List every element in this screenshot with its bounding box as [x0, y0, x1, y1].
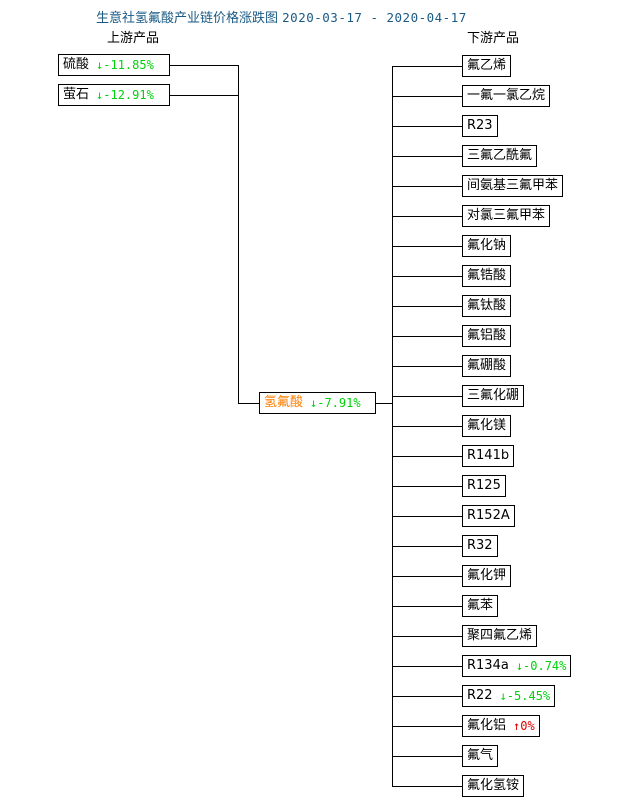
downstream-node-25[interactable]: 氟化氢铵 — [462, 775, 525, 797]
node-label: 氢氟酸 — [264, 395, 304, 410]
page-title-main: 生意社氢氟酸产业链价格涨跌图 — [96, 11, 279, 26]
node-label: 氟硼酸 — [467, 358, 507, 373]
upstream-node-1[interactable]: 硫酸 ↓-11.85% — [58, 54, 170, 76]
downstream-connector-9 — [392, 306, 462, 307]
node-label: 聚四氟乙烯 — [467, 628, 533, 643]
upstream-to-center-connector — [238, 403, 259, 404]
downstream-node-16[interactable]: R152A — [462, 505, 515, 527]
upstream-trunk — [238, 65, 239, 403]
downstream-node-8[interactable]: 氟锆酸 — [462, 265, 512, 287]
downstream-node-22[interactable]: R22 ↓-5.45% — [462, 685, 556, 707]
downstream-connector-14 — [392, 456, 462, 457]
downstream-node-15[interactable]: R125 — [462, 475, 506, 497]
downstream-node-6[interactable]: 对氯三氟甲苯 — [462, 205, 551, 227]
downstream-connector-4 — [392, 156, 462, 157]
downstream-node-24[interactable]: 氟气 — [462, 745, 499, 767]
node-label: 三氟乙酰氟 — [467, 148, 533, 163]
downstream-node-20[interactable]: 聚四氟乙烯 — [462, 625, 538, 647]
downstream-connector-10 — [392, 336, 462, 337]
downstream-node-2[interactable]: 一氟一氯乙烷 — [462, 85, 551, 107]
price-change-down: ↓-0.74% — [515, 659, 567, 673]
downstream-connector-19 — [392, 606, 462, 607]
downstream-node-21[interactable]: R134a ↓-0.74% — [462, 655, 572, 677]
node-label: R32 — [467, 538, 493, 553]
downstream-node-18[interactable]: 氟化钾 — [462, 565, 512, 587]
node-label: 一氟一氯乙烷 — [467, 88, 546, 103]
node-label: 氟钛酸 — [467, 298, 507, 313]
downstream-connector-15 — [392, 486, 462, 487]
node-label: R22 — [467, 688, 493, 703]
center-node-hydrofluoric-acid[interactable]: 氢氟酸 ↓-7.91% — [259, 392, 376, 414]
downstream-node-14[interactable]: R141b — [462, 445, 515, 467]
node-label: 氟化镁 — [467, 418, 507, 433]
downstream-connector-2 — [392, 96, 462, 97]
node-label: 氟化铝 — [467, 718, 507, 733]
downstream-connector-17 — [392, 546, 462, 547]
downstream-node-11[interactable]: 氟硼酸 — [462, 355, 512, 377]
node-label: 氟化钾 — [467, 568, 507, 583]
downstream-node-23[interactable]: 氟化铝 ↑0% — [462, 715, 540, 737]
downstream-connector-8 — [392, 276, 462, 277]
price-change-up: ↑0% — [513, 719, 535, 733]
node-label: R141b — [467, 448, 510, 463]
downstream-node-12[interactable]: 三氟化硼 — [462, 385, 525, 407]
price-change-down: ↓-7.91% — [310, 396, 361, 410]
node-label: 氟化氢铵 — [467, 778, 520, 793]
downstream-node-19[interactable]: 氟苯 — [462, 595, 499, 617]
downstream-connector-13 — [392, 426, 462, 427]
node-label: 氟化钠 — [467, 238, 507, 253]
price-change-down: ↓-11.85% — [96, 58, 154, 72]
node-label: 三氟化硼 — [467, 388, 520, 403]
downstream-column-header: 下游产品 — [467, 31, 520, 46]
downstream-node-7[interactable]: 氟化钠 — [462, 235, 512, 257]
upstream-column-header: 上游产品 — [107, 31, 160, 46]
downstream-connector-6 — [392, 216, 462, 217]
upstream-node-2[interactable]: 萤石 ↓-12.91% — [58, 84, 170, 106]
downstream-node-9[interactable]: 氟钛酸 — [462, 295, 512, 317]
downstream-connector-23 — [392, 726, 462, 727]
downstream-connector-18 — [392, 576, 462, 577]
node-label: 间氨基三氟甲苯 — [467, 178, 559, 193]
upstream-connector-1 — [170, 65, 238, 66]
downstream-connector-11 — [392, 366, 462, 367]
downstream-connector-5 — [392, 186, 462, 187]
node-label: 氟乙烯 — [467, 58, 507, 73]
page-title-date-range: 2020-03-17 - 2020-04-17 — [282, 10, 467, 25]
downstream-node-17[interactable]: R32 — [462, 535, 498, 557]
node-label: R152A — [467, 508, 510, 523]
node-label: R125 — [467, 478, 501, 493]
node-label: R134a — [467, 658, 509, 673]
price-change-down: ↓-5.45% — [499, 689, 551, 703]
downstream-node-3[interactable]: R23 — [462, 115, 498, 137]
downstream-connector-20 — [392, 636, 462, 637]
node-label: 氟铝酸 — [467, 328, 507, 343]
downstream-connector-12 — [392, 396, 462, 397]
downstream-node-1[interactable]: 氟乙烯 — [462, 55, 512, 77]
downstream-node-13[interactable]: 氟化镁 — [462, 415, 512, 437]
node-label: 氟气 — [467, 748, 494, 763]
downstream-node-4[interactable]: 三氟乙酰氟 — [462, 145, 538, 167]
downstream-connector-24 — [392, 756, 462, 757]
price-change-down: ↓-12.91% — [96, 88, 154, 102]
node-label: 对氯三氟甲苯 — [467, 208, 546, 223]
node-label: R23 — [467, 118, 493, 133]
page-title: 生意社氢氟酸产业链价格涨跌图 2020-03-17 - 2020-04-17 — [96, 7, 467, 26]
downstream-connector-25 — [392, 786, 462, 787]
upstream-connector-2 — [170, 95, 238, 96]
downstream-node-10[interactable]: 氟铝酸 — [462, 325, 512, 347]
node-label: 氟锆酸 — [467, 268, 507, 283]
downstream-connector-22 — [392, 696, 462, 697]
downstream-connector-7 — [392, 246, 462, 247]
center-to-downstream-connector — [376, 403, 392, 404]
downstream-connector-21 — [392, 666, 462, 667]
downstream-connector-1 — [392, 66, 462, 67]
node-label: 氟苯 — [467, 598, 494, 613]
downstream-node-5[interactable]: 间氨基三氟甲苯 — [462, 175, 564, 197]
downstream-connector-16 — [392, 516, 462, 517]
node-label: 硫酸 — [63, 57, 90, 72]
node-label: 萤石 — [63, 87, 90, 102]
downstream-connector-3 — [392, 126, 462, 127]
downstream-trunk — [392, 66, 393, 786]
